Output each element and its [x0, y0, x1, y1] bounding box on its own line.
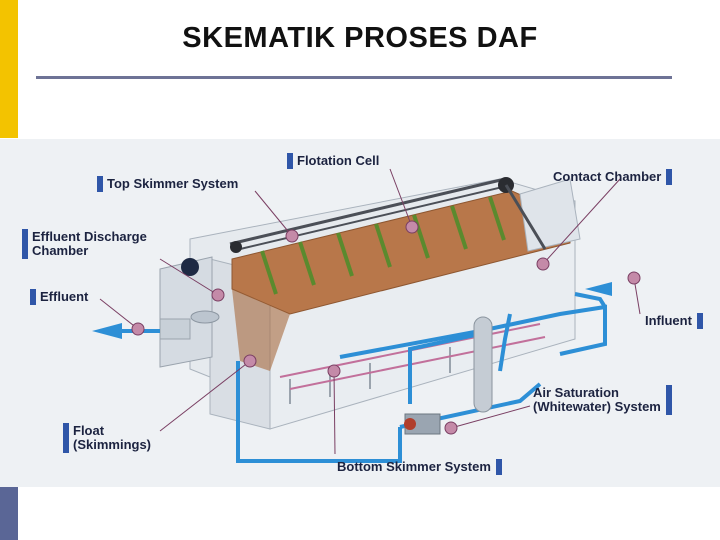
float-layer-shade	[232, 289, 290, 371]
label-top-skimmer-system: Top Skimmer System	[97, 176, 238, 192]
daf-diagram: Flotation Cell Top Skimmer System Contac…	[0, 139, 720, 487]
accent-bar-top	[0, 0, 18, 138]
accent-bar-bottom	[0, 487, 18, 540]
label-contact-chamber: Contact Chamber	[553, 169, 673, 185]
label-float-skimmings: Float (Skimmings)	[63, 423, 151, 453]
label-effluent-discharge-chamber: Effluent Discharge Chamber	[22, 229, 147, 259]
top-skimmer-motor	[181, 258, 199, 276]
label-bottom-skimmer-system: Bottom Skimmer System	[337, 459, 502, 475]
label-flotation-cell: Flotation Cell	[287, 153, 379, 169]
effluent-outlet-pipe	[159, 318, 191, 340]
skimmer-drive-arm	[504, 184, 547, 250]
effluent-arrow	[92, 323, 122, 339]
slide-title: SKEMATIK PROSES DAF	[182, 22, 538, 54]
skimmer-rail-bottom	[235, 184, 512, 251]
title-divider	[36, 76, 672, 79]
effluent-weir	[190, 310, 220, 324]
label-air-saturation-system: Air Saturation (Whitewater) System	[533, 385, 672, 415]
label-markers	[131, 220, 641, 435]
label-influent: Influent	[645, 313, 703, 329]
skimmer-sprocket-left	[230, 241, 242, 253]
daf-schematic-illustration	[92, 168, 641, 463]
air-saturation-tank	[473, 316, 493, 413]
skimmer-rail-top	[229, 177, 506, 246]
label-effluent: Effluent	[30, 289, 88, 305]
influent-arrow	[585, 282, 612, 296]
